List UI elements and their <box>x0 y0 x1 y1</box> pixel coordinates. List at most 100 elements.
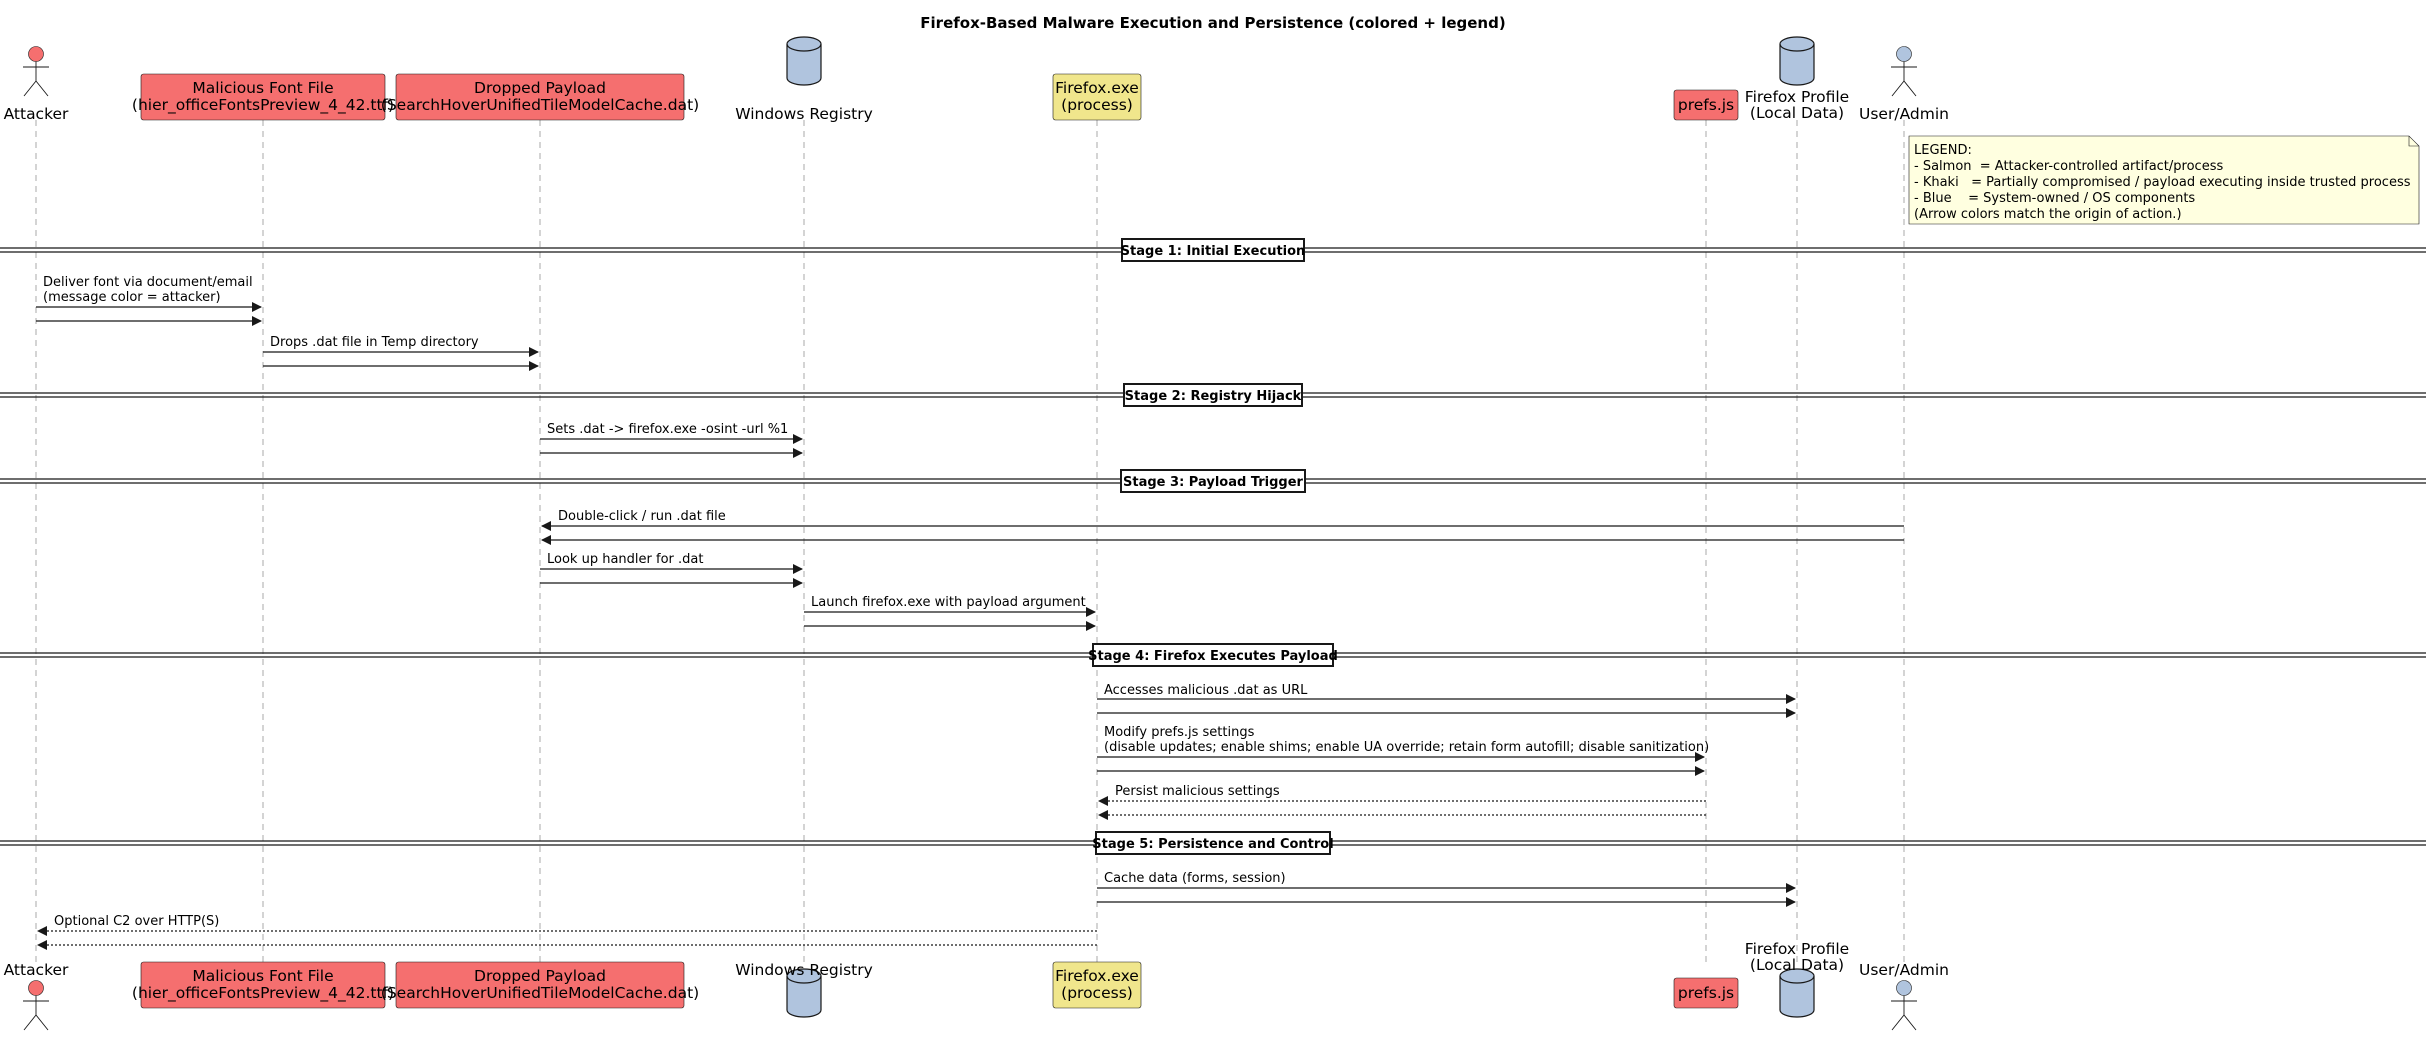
profile-database-rim <box>1779 43 1815 52</box>
message-label-line-0: Look up handler for .dat <box>547 552 703 567</box>
legend-note-fold <box>2408 136 2419 147</box>
legend-line-0: LEGEND: <box>1914 143 1972 158</box>
message-label-line-0: Modify prefs.js settings <box>1104 725 1255 740</box>
legend-line-1: - Salmon = Attacker-controlled artifact/… <box>1914 159 2223 174</box>
prefs-box <box>1673 89 1739 121</box>
participant-profile-top: Firefox Profile(Local Data) <box>1745 36 1849 122</box>
messages: Deliver font via document/email(message … <box>36 275 1904 950</box>
payload-box <box>395 73 685 121</box>
registry-label-line-0: Windows Registry <box>735 105 873 123</box>
stage-label: Stage 3: Payload Trigger <box>1123 475 1304 490</box>
stage-label: Stage 4: Firefox Executes Payload <box>1088 649 1338 664</box>
message-label-line-0: Cache data (forms, session) <box>1104 871 1286 886</box>
message-label-line-1: (disable updates; enable shims; enable U… <box>1104 740 1709 755</box>
attacker-actor-leg-right <box>35 1014 49 1031</box>
message-7: Accesses malicious .dat as URL <box>1097 683 1796 718</box>
message-9: Persist malicious settings <box>1098 784 1706 820</box>
user-actor-leg-left <box>1891 1014 1905 1031</box>
attacker-actor-leg-left <box>23 80 37 97</box>
participant-registry-bottom: Windows Registry <box>735 961 873 1018</box>
font-label-line-0: Malicious Font File <box>192 967 333 985</box>
registry-database-rim <box>786 975 822 984</box>
participant-firefox-bottom: Firefox.exe(process) <box>1052 961 1142 1009</box>
message-8: Modify prefs.js settings(disable updates… <box>1097 725 1709 776</box>
user-actor-icon <box>1896 980 1912 996</box>
stage-label: Stage 2: Registry Hijack <box>1125 389 1302 404</box>
registry-database-icon <box>786 36 822 86</box>
profile-database-icon <box>1779 36 1815 86</box>
prefs-label-line-0: prefs.js <box>1678 96 1734 114</box>
participant-user-top: User/Admin <box>1859 46 1949 123</box>
participant-profile-bottom: Firefox Profile(Local Data) <box>1745 940 1849 1018</box>
user-actor-leg-left <box>1891 80 1905 97</box>
profile-label-line-1: (Local Data) <box>1750 104 1844 122</box>
firefox-box <box>1052 961 1142 1009</box>
legend-note-box <box>1908 135 2420 225</box>
attacker-actor-leg-right <box>35 80 49 97</box>
participant-payload-top: Dropped Payload(SearchHoverUnifiedTileMo… <box>381 73 699 121</box>
user-label: User/Admin <box>1859 105 1949 123</box>
stage-label-box <box>1123 383 1303 407</box>
stage-divider-4: Stage 4: Firefox Executes Payload <box>0 643 2426 667</box>
user-label: User/Admin <box>1859 961 1949 979</box>
participant-payload-bottom: Dropped Payload(SearchHoverUnifiedTileMo… <box>381 961 699 1009</box>
prefs-label-line-0: prefs.js <box>1678 984 1734 1002</box>
user-actor-icon <box>1896 46 1912 62</box>
legend-line-4: (Arrow colors match the origin of action… <box>1914 207 2182 222</box>
legend-note: LEGEND:- Salmon = Attacker-controlled ar… <box>1908 135 2420 225</box>
message-label-line-0: Launch firefox.exe with payload argument <box>811 595 1086 610</box>
stage-divider-2: Stage 2: Registry Hijack <box>0 383 2426 407</box>
participant-font-bottom: Malicious Font File(hier_officeFontsPrev… <box>132 961 394 1009</box>
payload-label-line-1: (SearchHoverUnifiedTileModelCache.dat) <box>381 984 699 1002</box>
message-label-line-0: Sets .dat -> firefox.exe -osint -url %1 <box>547 422 788 437</box>
firefox-label-line-0: Firefox.exe <box>1055 967 1139 985</box>
message-label-line-1: (message color = attacker) <box>43 290 221 305</box>
message-11: Optional C2 over HTTP(S) <box>37 914 1097 950</box>
profile-database-icon <box>1779 968 1815 1018</box>
stage-divider-1: Stage 1: Initial Execution <box>0 238 2426 262</box>
message-label-line-0: Optional C2 over HTTP(S) <box>54 914 219 929</box>
diagram-title: Firefox-Based Malware Execution and Pers… <box>920 14 1505 32</box>
attacker-label: Attacker <box>4 105 69 123</box>
attacker-actor-icon <box>28 980 44 996</box>
payload-label-line-0: Dropped Payload <box>474 967 606 985</box>
font-label-line-0: Malicious Font File <box>192 79 333 97</box>
message-2: Drops .dat file in Temp directory <box>263 335 539 371</box>
message-4: Double-click / run .dat file <box>541 509 1904 545</box>
message-label-line-0: Persist malicious settings <box>1115 784 1280 799</box>
participant-registry-top: Windows Registry <box>735 36 873 123</box>
message-1: Deliver font via document/email(message … <box>36 275 262 326</box>
payload-label-line-1: (SearchHoverUnifiedTileModelCache.dat) <box>381 96 699 114</box>
stage-label-box <box>1092 643 1334 667</box>
participant-prefs-top: prefs.js <box>1673 89 1739 121</box>
firefox-label-line-1: (process) <box>1061 984 1133 1002</box>
attacker-label: Attacker <box>4 961 69 979</box>
message-6: Launch firefox.exe with payload argument <box>804 595 1096 631</box>
font-label-line-1: (hier_officeFontsPreview_4_42.ttf) <box>132 984 394 1003</box>
stage-label-box <box>1095 831 1331 855</box>
legend-line-3: - Blue = System-owned / OS components <box>1914 191 2195 206</box>
user-actor-leg-right <box>1903 1014 1917 1031</box>
font-label-line-1: (hier_officeFontsPreview_4_42.ttf) <box>132 96 394 115</box>
firefox-label-line-1: (process) <box>1061 96 1133 114</box>
stage-label-box <box>1120 469 1306 493</box>
firefox-label-line-0: Firefox.exe <box>1055 79 1139 97</box>
stage-label: Stage 1: Initial Execution <box>1121 244 1306 259</box>
payload-box <box>395 961 685 1009</box>
lifelines <box>35 120 1905 962</box>
message-10: Cache data (forms, session) <box>1097 871 1796 907</box>
legend-line-2: - Khaki = Partially compromised / payloa… <box>1914 175 2411 190</box>
stage-divider-3: Stage 3: Payload Trigger <box>0 469 2426 493</box>
profile-database-rim <box>1779 975 1815 984</box>
font-box <box>140 73 386 121</box>
profile-label-line-1: (Local Data) <box>1750 956 1844 974</box>
message-label-line-0: Accesses malicious .dat as URL <box>1104 683 1308 698</box>
message-label-line-0: Deliver font via document/email <box>43 275 253 290</box>
message-label-line-0: Drops .dat file in Temp directory <box>270 335 479 350</box>
font-box <box>140 961 386 1009</box>
participant-font-top: Malicious Font File(hier_officeFontsPrev… <box>132 73 394 121</box>
stage-label: Stage 5: Persistence and Control <box>1092 837 1333 852</box>
firefox-box <box>1052 73 1142 121</box>
